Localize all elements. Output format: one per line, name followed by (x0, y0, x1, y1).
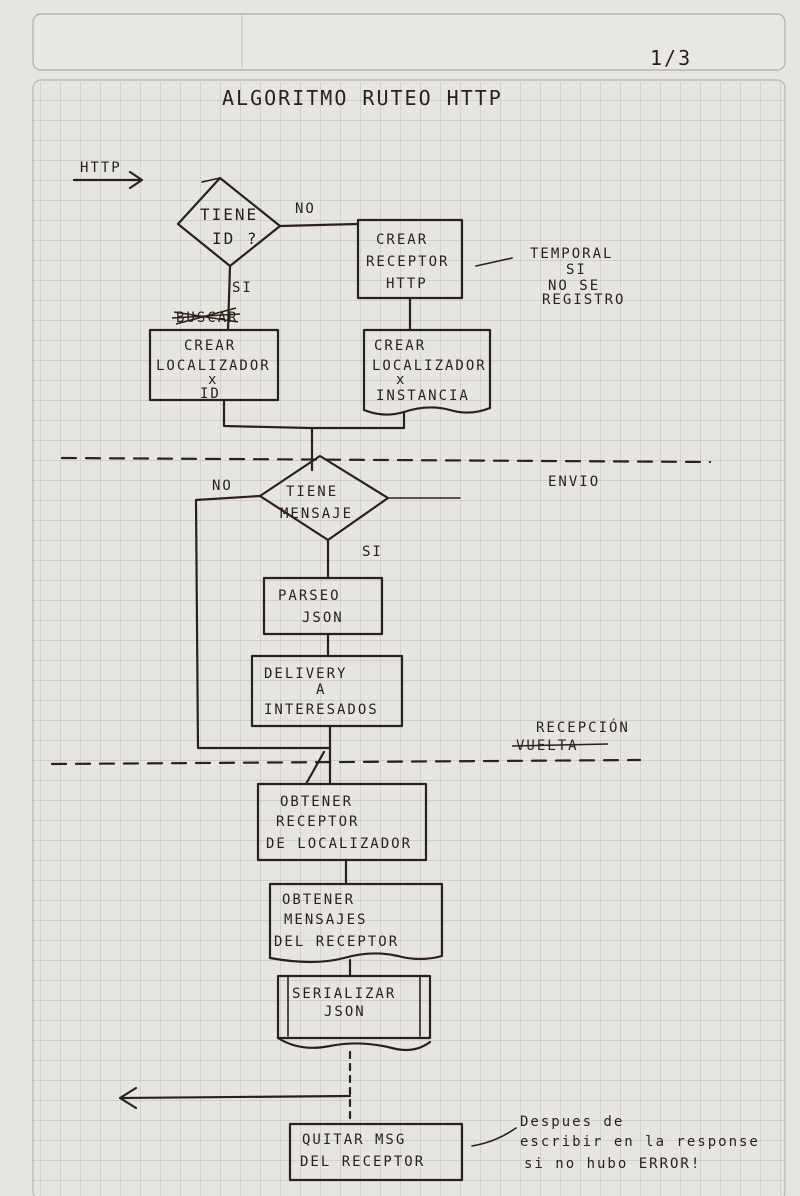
struck-scribble (171, 307, 241, 325)
connector-no-to-crear-receptor (278, 222, 360, 228)
paper-grid (32, 82, 786, 1196)
header-box (32, 13, 786, 71)
struck-line-vuelta (511, 743, 609, 747)
grid-frame (32, 79, 786, 1196)
step-obtener-mensajes-line1: OBTENER (282, 892, 355, 908)
divider-recepcion (50, 758, 642, 766)
step-delivery-line2: A (316, 682, 326, 698)
note-despues-line3: si no hubo ERROR! (524, 1156, 701, 1172)
step-obtener-receptor-line2: RECEPTOR (276, 814, 359, 830)
branch-si-2: SI (362, 544, 383, 560)
branch-no-1: NO (295, 201, 316, 217)
connector-si-to-localizador-id (226, 264, 232, 332)
note-despues-line1: Despues de (520, 1114, 624, 1130)
entry-arrow (72, 170, 144, 190)
note-despues-connector (471, 1127, 517, 1147)
step-crear-localizador-id-line3: x (208, 372, 218, 388)
step-obtener-receptor-line1: OBTENER (280, 794, 353, 810)
step-quitar-msg-line1: QUITAR MSG (302, 1132, 406, 1148)
decision-tiene-id-line1: TIENE (200, 205, 258, 224)
step-crear-localizador-id-line2: LOCALIZADOR (156, 358, 271, 374)
note-temporal-line3: NO SE (548, 278, 600, 294)
step-quitar-msg (288, 1122, 464, 1182)
step-crear-localizador-instancia-line3: x (396, 372, 406, 388)
step-crear-localizador-id-line1: CREAR (184, 338, 236, 354)
step-obtener-receptor (256, 782, 428, 862)
step-crear-localizador-instancia-line1: CREAR (374, 338, 426, 354)
step-parseo-json-line2: JSON (302, 610, 344, 626)
step-delivery (250, 654, 404, 728)
step-crear-localizador-instancia-line2: LOCALIZADOR (372, 358, 487, 374)
step-crear-localizador-instancia-line4: INSTANCIA (376, 388, 470, 404)
step-serializar-json-wave (276, 1036, 432, 1052)
step-obtener-mensajes-line3: DEL RECEPTOR (274, 934, 399, 950)
step-crear-receptor-line1: CREAR (376, 232, 428, 248)
decision-tiene-mensaje-line1: TIENE (286, 484, 338, 500)
decision-tiene-id-line2: ID ? (212, 229, 259, 248)
step-obtener-receptor-line3: DE LOCALIZADOR (266, 836, 412, 852)
section-recepcion: RECEPCIÓN (536, 718, 630, 736)
step-crear-localizador-id-line4: ID (200, 386, 221, 402)
entry-connector (201, 177, 221, 183)
step-quitar-msg-line2: DEL RECEPTOR (300, 1154, 425, 1170)
response-return-arrow (118, 1086, 352, 1110)
diagram-title: ALGORITMO RUTEO HTTP (222, 86, 503, 110)
section-envio: ENVIO (548, 474, 600, 490)
note-temporal-line1: TEMPORAL (530, 246, 613, 262)
connector-no-bypass (194, 494, 332, 750)
step-delivery-line1: DELIVERY (264, 666, 347, 682)
note-temporal-connector (475, 257, 513, 267)
branch-si-1: SI (232, 280, 253, 296)
branch-no-2: NO (212, 478, 233, 494)
step-parseo-json (262, 576, 384, 636)
decision-tiene-mensaje-line2: MENSAJE (280, 506, 353, 522)
step-crear-localizador-instancia (362, 328, 492, 416)
step-obtener-mensajes (268, 882, 444, 964)
entry-label: HTTP (80, 160, 122, 176)
merge-connector (222, 398, 406, 472)
step-serializar-json (276, 974, 432, 1040)
step-obtener-mensajes-line2: MENSAJES (284, 912, 367, 928)
connector-to-obtener-receptor (304, 746, 332, 786)
step-serializar-json-line2: JSON (324, 1004, 366, 1020)
step-delivery-line3: INTERESADOS (264, 702, 379, 718)
step-crear-receptor-line3: HTTP (386, 276, 428, 292)
note-despues-line2: escribir en la response (520, 1134, 760, 1150)
divider-envio (60, 456, 712, 464)
step-crear-receptor-line2: RECEPTOR (366, 254, 449, 270)
note-temporal-line4: REGISTRO (542, 292, 625, 308)
note-temporal-line2: SI (566, 262, 587, 278)
page-number: 1/3 (650, 46, 692, 70)
step-crear-localizador-id (148, 328, 280, 402)
step-serializar-json-line1: SERIALIZAR (292, 986, 396, 1002)
step-parseo-json-line1: PARSEO (278, 588, 341, 604)
